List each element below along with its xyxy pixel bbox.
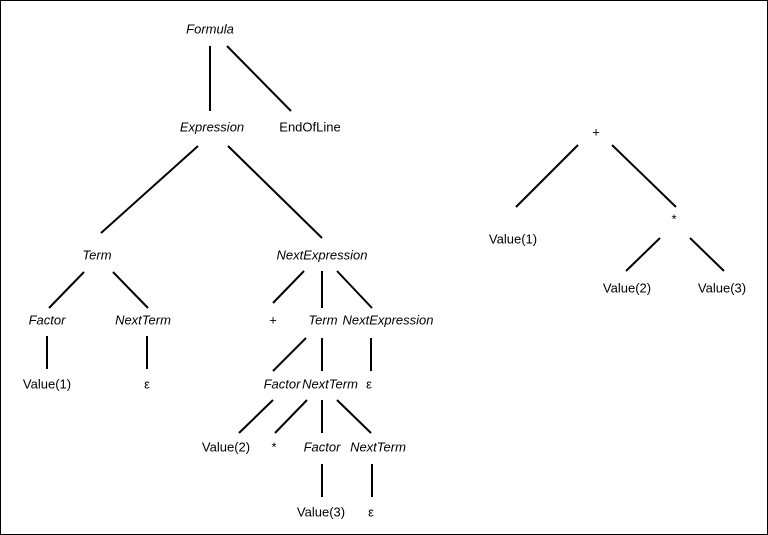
edge-term-nextterm [112,271,149,309]
node-factor-2: Factor [263,376,301,392]
node-epsilon-3: ε [368,504,374,520]
edge-nextterm2-value2 [238,399,274,434]
node-factor-1: Factor [28,312,66,328]
node-endofline: EndOfLine [279,119,341,135]
node-value-3: Value(3) [296,504,346,520]
node-epsilon-1: ε [144,376,150,392]
edge-expression-term [100,145,199,234]
node-value-2: Value(2) [201,439,251,455]
node-expression: Expression [179,119,245,135]
node-epsilon-2: ε [366,376,372,392]
edge-nextterm2-nextterm [336,399,372,434]
edge-expression-nextexpression [227,145,323,239]
edge-ast-plus-star [611,144,677,208]
edge-nextexpression-plus [272,270,305,304]
edge-ast-star-value2 [625,237,661,272]
node-term: Term [82,247,112,263]
ast-node-star: * [671,211,677,227]
node-nextterm-1: NextTerm [115,312,171,328]
node-nextterm-2: NextTerm [302,376,358,392]
node-formula: Formula [186,21,234,37]
node-value-1: Value(1) [22,376,72,392]
edge-nextexpression-nextexpression [336,270,373,309]
ast-node-value-1: Value(1) [488,231,538,247]
node-term-2: Term [308,312,338,328]
edge-formula-endofline [226,45,292,112]
node-factor-3: Factor [303,439,341,455]
node-nextexpression: NextExpression [276,247,368,263]
edge-ast-plus-value1 [515,144,579,208]
node-star: * [271,439,277,455]
edge-term2-factor [272,337,307,372]
edge-ast-star-value3 [689,237,725,272]
edge-term-factor [48,271,85,309]
node-plus: + [269,312,277,328]
node-nextterm-3: NextTerm [350,439,406,455]
ast-node-plus: + [592,124,600,140]
ast-node-value-3: Value(3) [697,280,747,296]
node-nextexpression-2: NextExpression [342,312,434,328]
ast-node-value-2: Value(2) [602,280,652,296]
edge-nextterm2-star [274,399,308,434]
